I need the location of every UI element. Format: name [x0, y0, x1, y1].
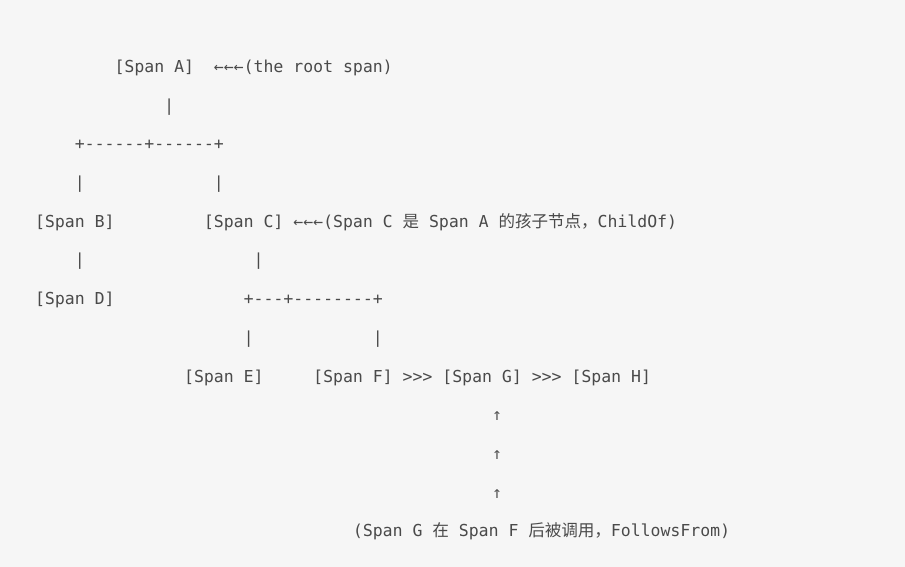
ascii-line-branch-stems-2: | |	[35, 250, 264, 270]
ascii-line-span-e-f-g-h: [Span E] [Span F] >>> [Span G] >>> [Span…	[35, 366, 651, 386]
ascii-line-up-arrow-3: ↑	[35, 482, 502, 502]
ascii-line-span-a: [Span A] ←←←(the root span)	[35, 57, 393, 76]
ascii-line-branch-stems-3: | |	[35, 327, 383, 347]
ascii-art-canvas: [Span A] ←←←(the root span) | +------+--…	[35, 48, 730, 551]
ascii-line-up-arrow-2: ↑	[35, 443, 502, 463]
ascii-line-connector-root: |	[35, 95, 175, 115]
ascii-line-branch-stems-1: | |	[35, 173, 224, 193]
ascii-line-branch-top: +------+------+	[35, 134, 224, 154]
ascii-line-up-arrow-1: ↑	[35, 405, 502, 425]
ascii-line-span-b-span-c: [Span B] [Span C] ←←←(Span C 是 Span A 的孩…	[35, 211, 677, 231]
ascii-line-followsfrom-note: (Span G 在 Span F 后被调用，FollowsFrom)	[35, 521, 731, 541]
ascii-line-span-d-branch: [Span D] +---+--------+	[35, 289, 383, 309]
